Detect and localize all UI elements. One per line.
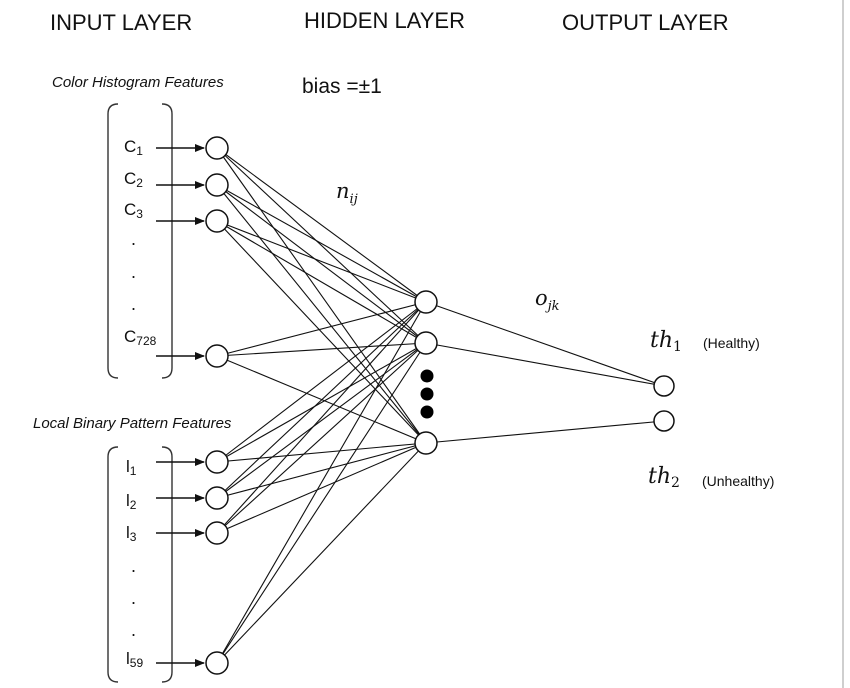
input-label-l59: l59: [126, 649, 143, 670]
input-node-c3: [205, 209, 229, 233]
hidden-node-2: [414, 331, 438, 355]
edge-l59-h3: [216, 442, 427, 664]
input-label-l3: l3: [126, 523, 137, 544]
output-label-th1: th1: [650, 328, 682, 355]
hidden-node-1: [414, 290, 438, 314]
edge-c3-h3: [216, 220, 427, 444]
edge-l2-h2: [216, 342, 427, 499]
color-bracket-right: [161, 103, 173, 379]
input-label-c1: C1: [124, 137, 143, 158]
input-node-c728: [205, 344, 229, 368]
hidden-ellipsis-dot-3: [420, 405, 434, 419]
input-label-l2: l2: [126, 491, 137, 512]
output-layer-title: OUTPUT LAYER: [562, 10, 729, 35]
edge-c2-h2: [216, 184, 427, 344]
hidden-layer-title: HIDDEN LAYER: [304, 8, 465, 33]
edge-l3-h1: [216, 301, 427, 534]
input-label-c3: C3: [124, 200, 143, 221]
hidden-node-3: [414, 431, 438, 455]
lbp-group-label: Local Binary Pattern Features: [33, 415, 232, 432]
input-node-c2: [205, 173, 229, 197]
bias-label: bias =±1: [302, 75, 382, 98]
edge-c3-h1: [216, 220, 427, 303]
edge-c728-h2: [216, 342, 427, 357]
hidden-nodes: [414, 290, 438, 455]
output-nodes: [653, 375, 675, 432]
input-hidden-edges: [216, 147, 427, 664]
lbp-bracket-left: [107, 446, 119, 683]
edge-l2-h1: [216, 301, 427, 499]
edge-l3-h3: [216, 442, 427, 534]
lbp-ellipsis-2: .: [131, 588, 136, 608]
edge-l2-h3: [216, 442, 427, 499]
hidden-output-edges: [425, 301, 665, 444]
edge-l3-h2: [216, 342, 427, 534]
page-edge-divider: [842, 0, 844, 688]
edge-c1-h3: [216, 147, 427, 444]
input-label-c728: C728: [124, 327, 157, 348]
hidden-ellipsis-dot-1: [420, 369, 434, 383]
input-label-c2: C2: [124, 169, 143, 190]
input-node-c1: [205, 136, 229, 160]
edge-c3-h2: [216, 220, 427, 344]
output-node-unhealthy: [653, 410, 675, 432]
output-weight-label: ojk: [535, 286, 560, 314]
input-node-l3: [205, 521, 229, 545]
edge-h3-o2: [425, 420, 665, 444]
edge-l1-h3: [216, 442, 427, 463]
color-ellipsis-1: .: [131, 229, 136, 249]
lbp-ellipsis-3: .: [131, 620, 136, 640]
color-bracket-left: [107, 103, 119, 379]
hidden-weight-label: nij: [336, 179, 358, 207]
edge-h1-o1: [425, 301, 665, 387]
edge-c728-h1: [216, 301, 427, 357]
hidden-ellipsis-dot-2: [420, 387, 434, 401]
edge-h2-o1: [425, 342, 665, 387]
color-ellipsis-2: .: [131, 262, 136, 282]
edge-c2-h3: [216, 184, 427, 444]
output-note-healthy: (Healthy): [703, 335, 760, 351]
edge-c2-h1: [216, 184, 427, 303]
edge-c1-h1: [216, 147, 427, 303]
edge-l59-h2: [216, 342, 427, 664]
edge-l1-h1: [216, 301, 427, 463]
color-ellipsis-3: .: [131, 294, 136, 314]
lbp-bracket-right: [161, 446, 173, 683]
output-note-unhealthy: (Unhealthy): [702, 473, 774, 489]
input-node-l59: [205, 651, 229, 675]
output-label-th2: th2: [648, 464, 680, 491]
input-layer-title: INPUT LAYER: [50, 10, 192, 35]
input-nodes: [205, 136, 229, 675]
input-node-l2: [205, 486, 229, 510]
input-node-l1: [205, 450, 229, 474]
input-label-l1: l1: [126, 457, 137, 478]
input-arrows: [156, 144, 205, 667]
output-node-healthy: [653, 375, 675, 397]
lbp-ellipsis-1: .: [131, 556, 136, 576]
edge-l1-h2: [216, 342, 427, 463]
color-histogram-group-label: Color Histogram Features: [52, 74, 224, 91]
edge-l59-h1: [216, 301, 427, 664]
